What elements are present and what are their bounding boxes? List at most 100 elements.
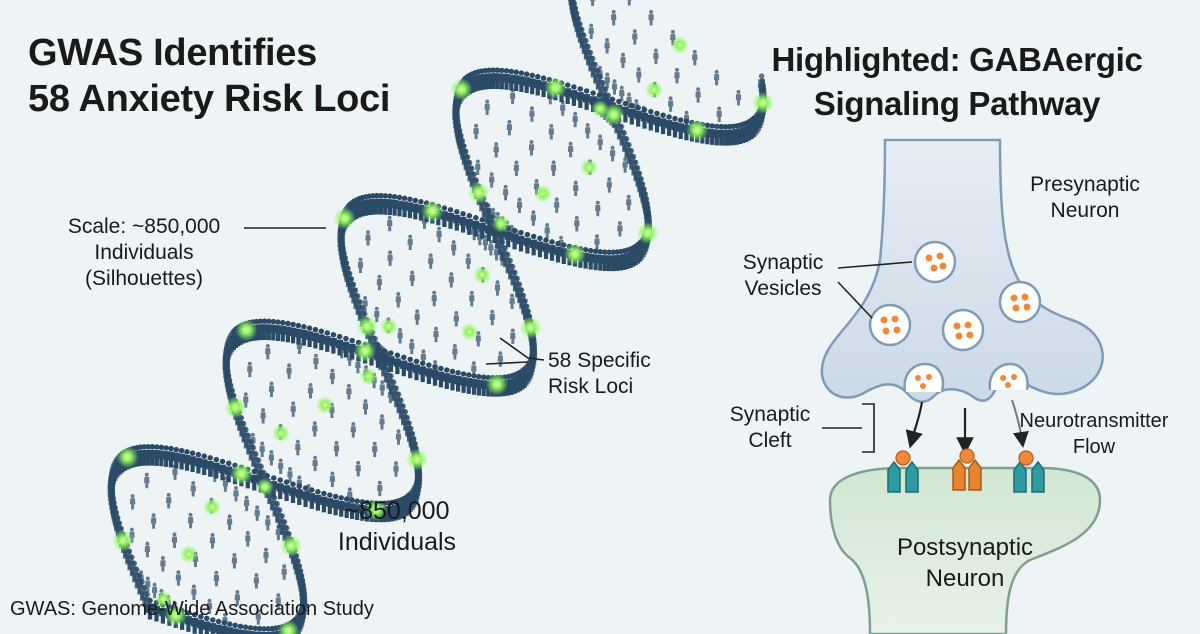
person-silhouette — [214, 618, 223, 634]
person-silhouette — [255, 609, 261, 625]
person-silhouette — [517, 229, 525, 252]
person-silhouette — [409, 338, 415, 355]
loci-label: 58 Specific Risk Loci — [548, 348, 718, 400]
flow-label-line2: Flow — [1072, 436, 1116, 458]
person-silhouette — [465, 213, 474, 235]
person-silhouette — [436, 226, 442, 243]
cleft-label-line1: Synaptic — [729, 403, 811, 426]
person-silhouette — [342, 496, 351, 518]
flow-arrow — [905, 401, 924, 449]
person-silhouette — [187, 512, 194, 529]
risk-locus-glow — [354, 340, 377, 363]
person-silhouette — [166, 492, 172, 509]
risk-locus-glow — [333, 207, 356, 230]
person-silhouette — [443, 367, 451, 389]
person-silhouette — [544, 223, 550, 239]
person-silhouette — [516, 197, 523, 214]
gaba-receptor-teal — [887, 450, 919, 493]
person-silhouette — [418, 360, 427, 383]
person-silhouette — [585, 123, 591, 139]
person-silhouette — [194, 451, 203, 474]
risk-locus-glow — [316, 396, 335, 414]
person-silhouette — [626, 194, 632, 211]
risk-locus-glow — [112, 529, 135, 552]
person-silhouette — [197, 613, 205, 634]
person-silhouette — [268, 381, 275, 397]
releasing-vesicle — [903, 362, 945, 393]
person-silhouette — [452, 344, 458, 360]
person-silhouette — [659, 112, 667, 135]
person-silhouette — [713, 69, 720, 86]
cleft-label-line2: Cleft — [748, 429, 792, 452]
person-silhouette — [431, 290, 437, 307]
person-silhouette — [478, 217, 487, 239]
person-silhouette — [355, 460, 361, 477]
person-silhouette — [206, 455, 214, 477]
gaba-receptor-teal — [1013, 450, 1045, 493]
person-silhouette — [190, 612, 199, 634]
person-silhouette — [234, 590, 241, 606]
person-silhouette — [609, 145, 616, 162]
risk-locus-glow — [491, 214, 510, 233]
person-silhouette — [276, 477, 284, 499]
person-silhouette — [301, 485, 310, 507]
person-silhouette — [563, 82, 572, 104]
person-silhouette — [485, 219, 493, 241]
person-silhouette — [282, 479, 291, 501]
flow-arrow — [1011, 399, 1029, 448]
person-silhouette — [674, 67, 680, 84]
person-silhouette — [604, 38, 610, 54]
risk-locus-glow — [280, 534, 303, 557]
person-silhouette — [265, 515, 271, 531]
person-silhouette — [568, 0, 574, 5]
person-silhouette — [604, 72, 610, 88]
left-title-line2: 58 Anxiety Risk Loci — [28, 78, 391, 120]
person-silhouette — [542, 237, 550, 260]
risk-locus-glow — [544, 76, 567, 99]
person-silhouette — [494, 280, 501, 296]
person-silhouette — [513, 160, 520, 176]
person-silhouette — [489, 309, 495, 326]
person-silhouette — [582, 88, 591, 110]
person-silhouette — [247, 361, 253, 378]
person-silhouette — [323, 330, 332, 352]
person-silhouette — [437, 365, 445, 388]
risk-locus-glow — [473, 266, 492, 284]
person-silhouette — [213, 570, 220, 587]
right-title-line1: Highlighted: GABAergic — [771, 41, 1143, 78]
synaptic-vesicle — [913, 240, 957, 284]
person-silhouette — [294, 322, 303, 345]
risk-locus-glow — [379, 317, 398, 336]
person-silhouette — [144, 541, 151, 558]
left-title-line1: GWAS Identifies — [28, 32, 317, 74]
person-silhouette — [295, 439, 301, 456]
risk-locus-glow — [686, 119, 709, 142]
flow-label: Neurotransmitter Flow — [994, 408, 1194, 460]
right-title: Highlighted: GABAergic Signaling Pathway — [722, 38, 1192, 126]
person-silhouette — [305, 325, 314, 348]
person-silhouette — [329, 368, 336, 385]
person-silhouette — [510, 227, 519, 250]
risk-locus-glow — [564, 243, 586, 266]
risk-locus-glow — [203, 498, 222, 517]
person-silhouette — [226, 621, 234, 634]
person-silhouette — [265, 343, 271, 360]
loci-leader-line-2 — [485, 361, 529, 365]
person-silhouette — [372, 441, 378, 458]
person-silhouette — [171, 532, 178, 548]
person-silhouette — [735, 89, 742, 106]
person-silhouette — [329, 471, 336, 487]
person-silhouette — [502, 184, 509, 201]
postsynaptic-neuron-shape — [828, 466, 1102, 634]
risk-locus-glow — [164, 604, 187, 627]
person-silhouette — [506, 119, 513, 136]
person-silhouette — [716, 106, 722, 122]
presynaptic-label-line2: Neuron — [1050, 199, 1120, 222]
person-silhouette — [259, 441, 265, 457]
person-silhouette — [594, 234, 600, 250]
person-silhouette — [245, 531, 251, 547]
person-silhouette — [574, 215, 580, 232]
person-silhouette — [233, 486, 239, 502]
person-silhouette — [648, 9, 654, 26]
person-silhouette — [329, 332, 338, 354]
